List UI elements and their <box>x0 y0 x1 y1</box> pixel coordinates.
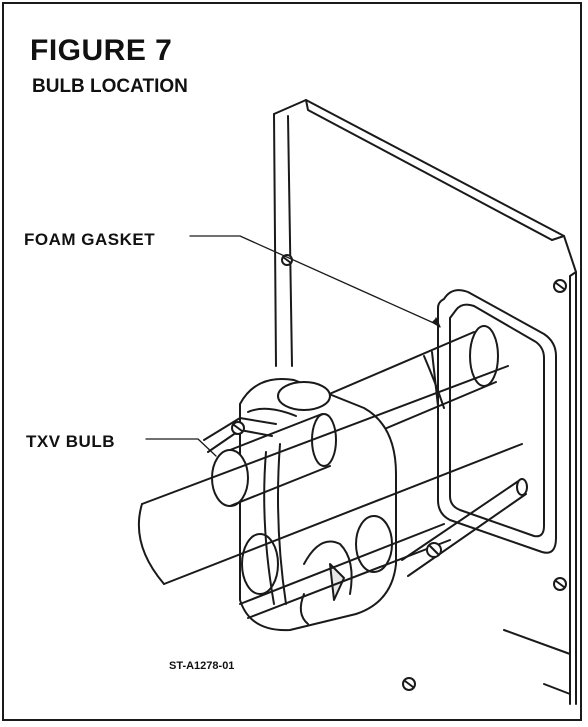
distributor-tube <box>239 478 528 619</box>
callout-txv-bulb: TXV BULB <box>26 432 115 451</box>
figure-title: FIGURE 7 <box>30 34 173 67</box>
lower-pipe <box>137 365 523 585</box>
drawing-id: ST-A1278-01 <box>169 660 235 672</box>
figure-subtitle: BULB LOCATION <box>32 76 188 97</box>
figure-frame: FIGURE 7 BULB LOCATION FOAM GASKET TXV B… <box>2 2 582 721</box>
leader-lines <box>145 235 441 457</box>
callout-foam-gasket: FOAM GASKET <box>24 230 156 249</box>
bulb-strap <box>203 417 287 605</box>
panel-screws <box>281 254 567 691</box>
txv-bulb <box>211 413 337 507</box>
bracket-screw <box>426 542 442 558</box>
cabinet-panel <box>273 99 577 705</box>
bulb-location-illustration <box>137 99 577 705</box>
